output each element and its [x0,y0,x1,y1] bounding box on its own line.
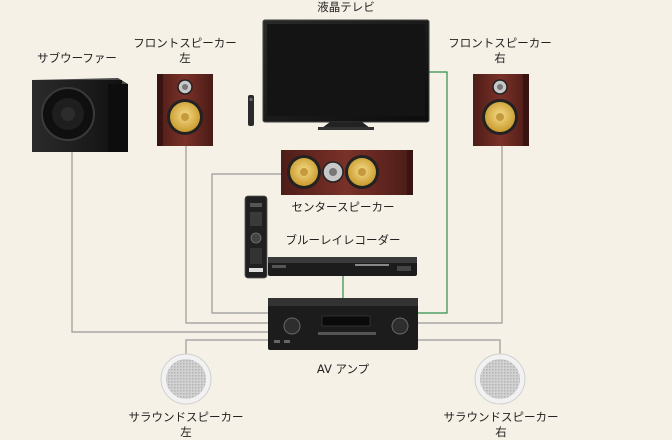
label-tv: 液晶テレビ [317,0,375,14]
cable-surround-left [185,339,270,358]
label-front-left-line1: フロントスピーカー [133,36,237,50]
speaker-cables [71,146,503,358]
label-front-right-line2: 右 [494,51,506,65]
label-front-right: フロントスピーカー 右 [440,36,560,66]
subwoofer [32,78,128,152]
front-left-speaker [157,74,213,146]
label-center: センタースピーカー [291,200,395,214]
label-front-right-line1: フロントスピーカー [448,36,552,50]
surround-right-speaker [474,353,526,405]
hdmi-tv [418,71,448,314]
hdmi-cables [342,71,448,314]
recorder-remote [244,195,268,279]
label-surround-right-line1: サラウンドスピーカー [443,410,559,424]
av-amplifier [268,298,418,350]
surround-left-speaker [160,353,212,405]
cable-front-right [418,146,503,324]
cable-surround-right [418,339,501,358]
label-front-left-line2: 左 [179,51,191,65]
cable-subwoofer [71,152,270,333]
center-speaker [281,150,413,195]
label-recorder: ブルーレイレコーダー [285,233,401,247]
front-right-speaker [473,74,529,146]
label-surround-right-line2: 右 [495,425,507,439]
television [262,19,430,130]
label-surround-left-line2: 左 [180,425,192,439]
cable-front-left [185,146,270,324]
label-subwoofer: サブウーファー [37,51,117,65]
label-surround-left: サラウンドスピーカー 左 [121,410,251,440]
bluray-recorder [268,257,417,276]
label-front-left: フロントスピーカー 左 [125,36,245,66]
tv-remote [248,95,254,126]
cable-center [211,173,288,314]
label-surround-right: サラウンドスピーカー 右 [436,410,566,440]
label-surround-left-line1: サラウンドスピーカー [128,410,244,424]
label-amp: AV アンプ [316,362,370,376]
